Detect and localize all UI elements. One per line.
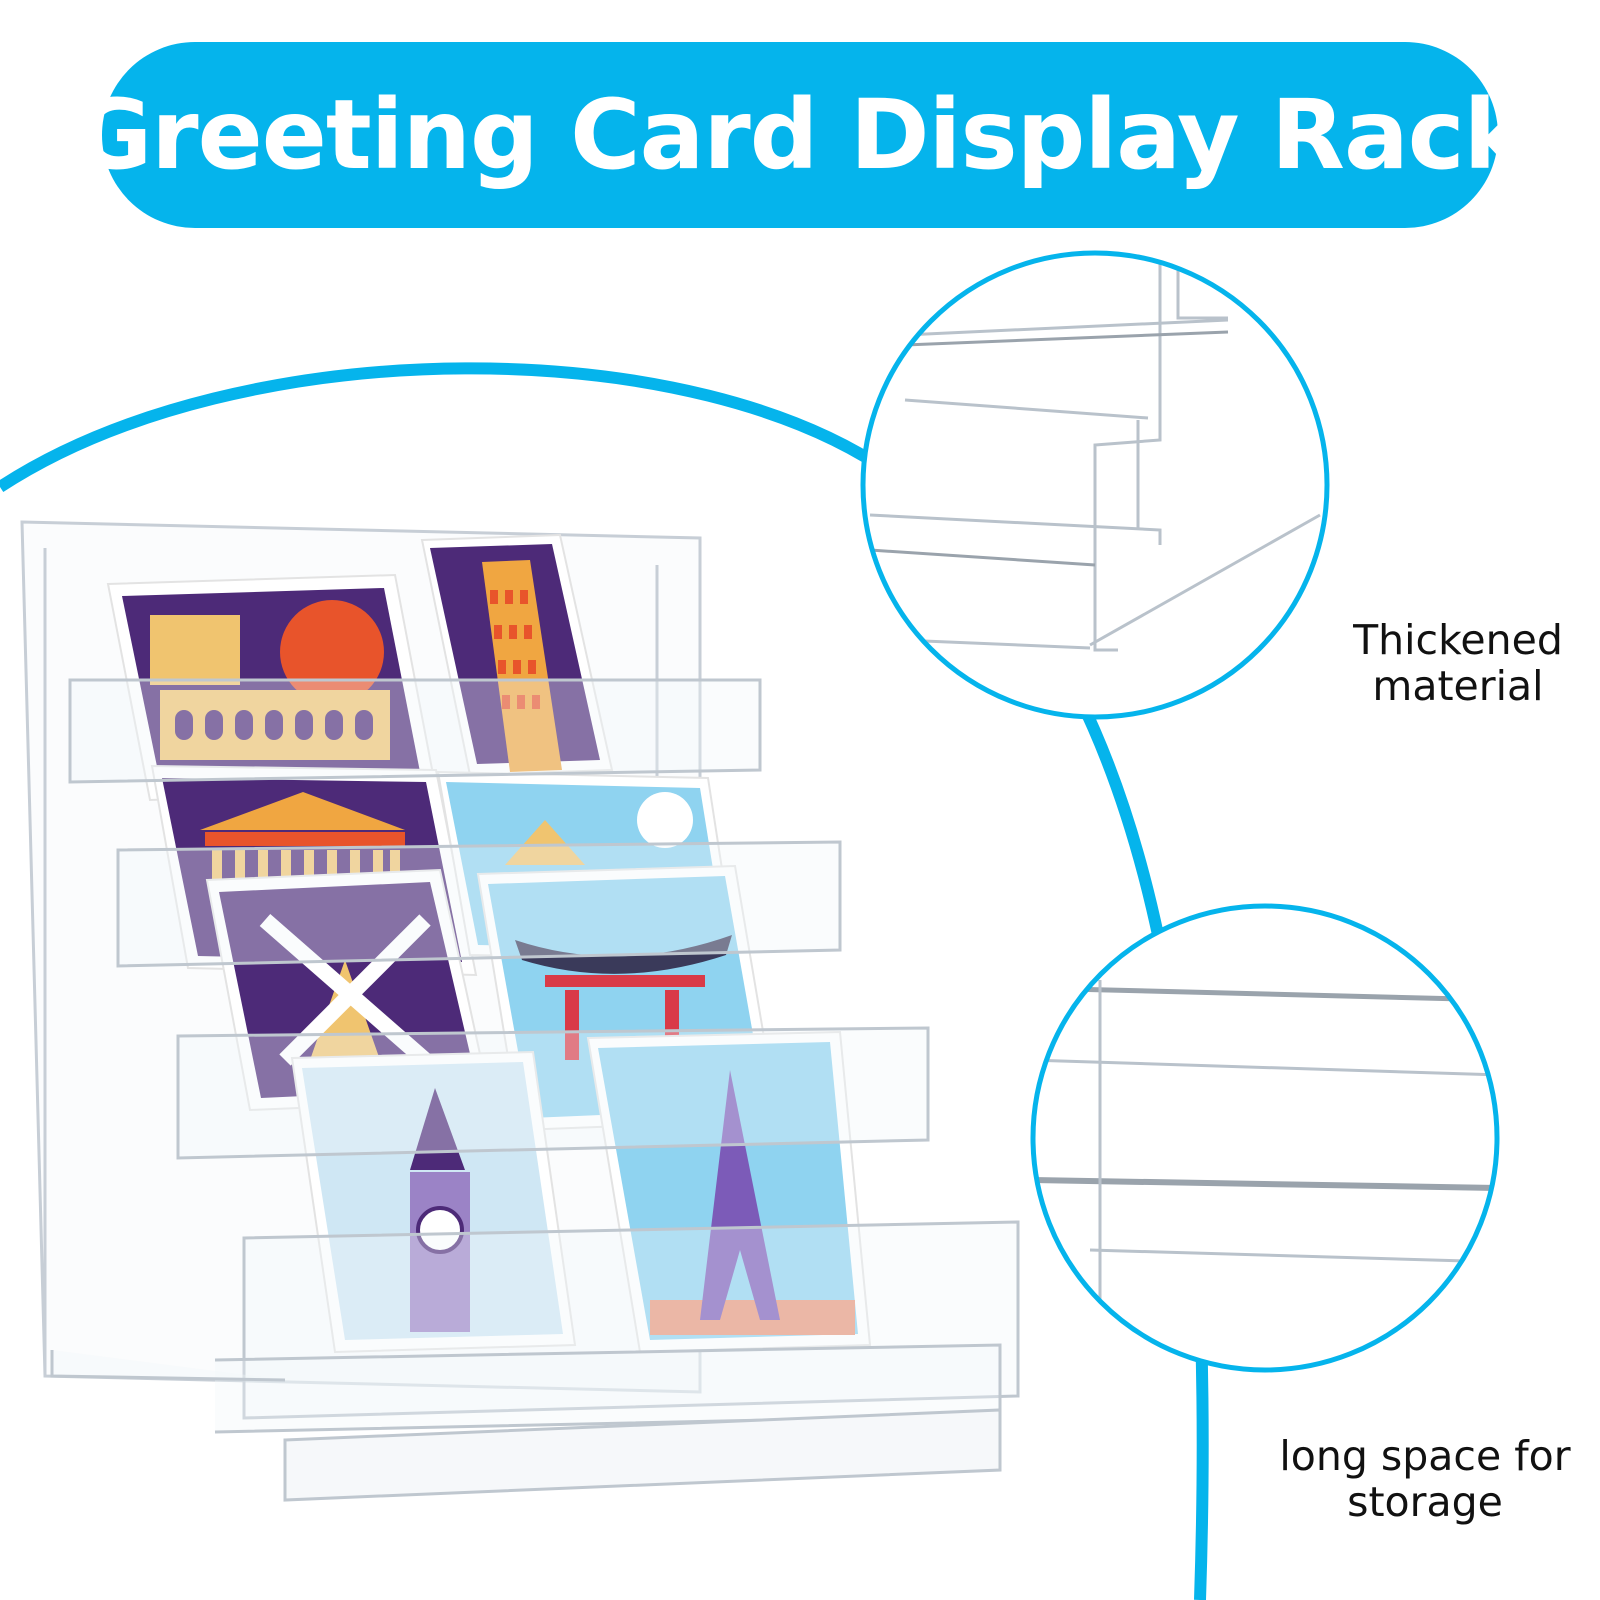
title-banner: Greeting Card Display Rack (74, 42, 1528, 228)
callout-label-thickened-material: Thickened material (1353, 616, 1563, 710)
card-leaning-tower (420, 533, 614, 777)
page-title: Greeting Card Display Rack (73, 79, 1528, 191)
card-windmill (205, 868, 492, 1112)
callout-label-long-space: long space for storage (1279, 1432, 1571, 1526)
card-eiffel-tower (586, 1030, 872, 1354)
zoom-circle-thickened (860, 250, 1330, 720)
zoom-circle-long-space (1030, 903, 1500, 1373)
card-big-ben (290, 1050, 577, 1354)
card-colosseum (106, 573, 438, 802)
